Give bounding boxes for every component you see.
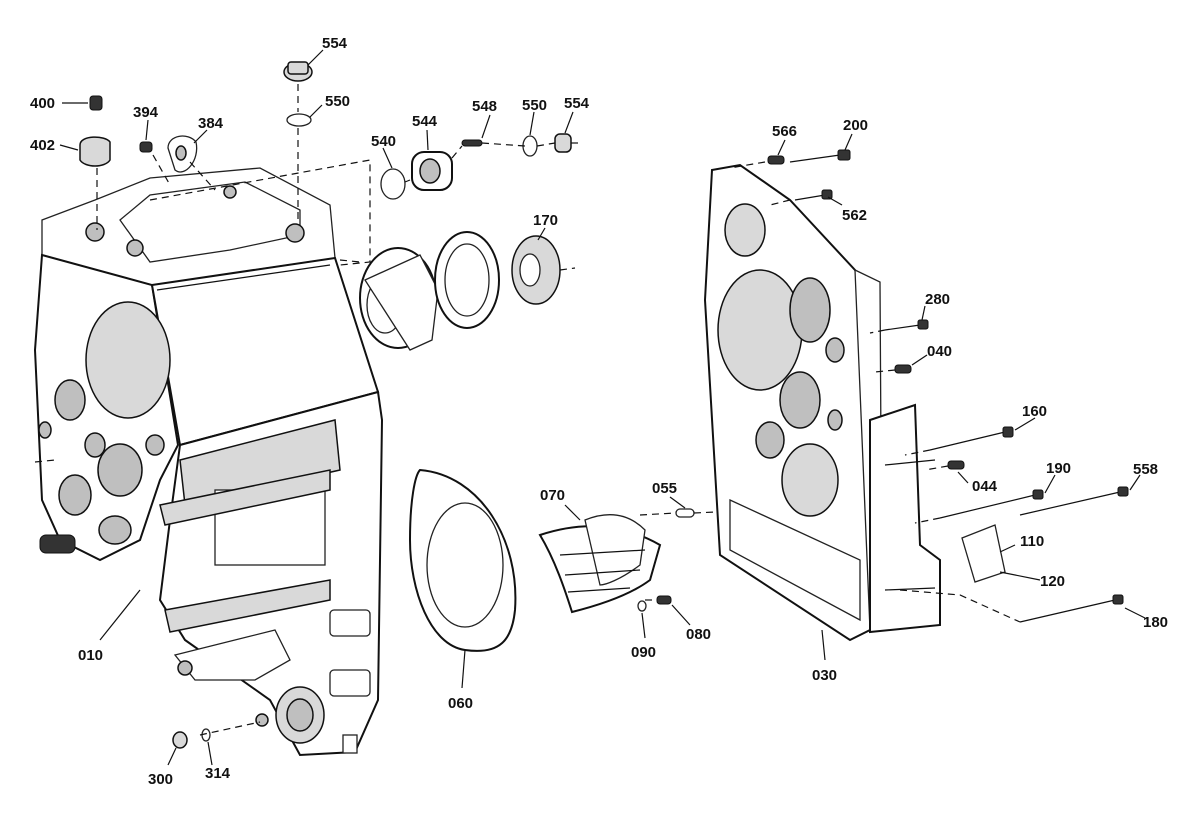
label-044: 044 (972, 478, 998, 495)
label-540: 540 (371, 133, 396, 150)
bolts-right (767, 149, 1129, 623)
label-055: 055 (652, 480, 677, 497)
label-070: 070 (540, 487, 565, 504)
label-400: 400 (30, 95, 55, 112)
cover-070 (538, 514, 662, 614)
label-180: 180 (1143, 614, 1168, 631)
label-550-top: 550 (325, 93, 350, 110)
label-190: 190 (1046, 460, 1071, 477)
label-314: 314 (205, 765, 231, 782)
label-566: 566 (772, 123, 797, 140)
plate-110 (961, 524, 1006, 583)
label-548: 548 (472, 98, 497, 115)
label-200: 200 (843, 117, 868, 134)
bearing-assembly (79, 61, 695, 749)
label-030: 030 (812, 667, 837, 684)
label-080: 080 (686, 626, 711, 643)
label-060: 060 (448, 695, 473, 712)
label-562: 562 (842, 207, 867, 224)
label-554: 554 (564, 95, 590, 112)
label-300: 300 (148, 771, 173, 788)
label-040: 040 (927, 343, 952, 360)
label-090: 090 (631, 644, 656, 661)
label-010: 010 (78, 647, 103, 664)
label-394: 394 (133, 104, 159, 121)
label-544: 544 (412, 113, 438, 130)
label-280: 280 (925, 291, 950, 308)
label-120: 120 (1040, 573, 1065, 590)
label-110: 110 (1020, 533, 1044, 550)
rear-housing-030 (703, 163, 941, 642)
gasket-060 (408, 468, 517, 652)
leader-lines (59, 49, 1146, 766)
assembly-guide-lines (34, 84, 1021, 736)
label-384: 384 (198, 115, 224, 132)
label-402: 402 (30, 137, 55, 154)
label-170: 170 (533, 212, 558, 229)
label-554-top: 554 (322, 35, 348, 52)
label-160: 160 (1022, 403, 1047, 420)
main-housing-010 (33, 167, 384, 757)
label-550: 550 (522, 97, 547, 114)
part-labels: 554 550 400 402 394 384 540 544 548 550 … (30, 35, 1168, 788)
label-558: 558 (1133, 461, 1158, 478)
